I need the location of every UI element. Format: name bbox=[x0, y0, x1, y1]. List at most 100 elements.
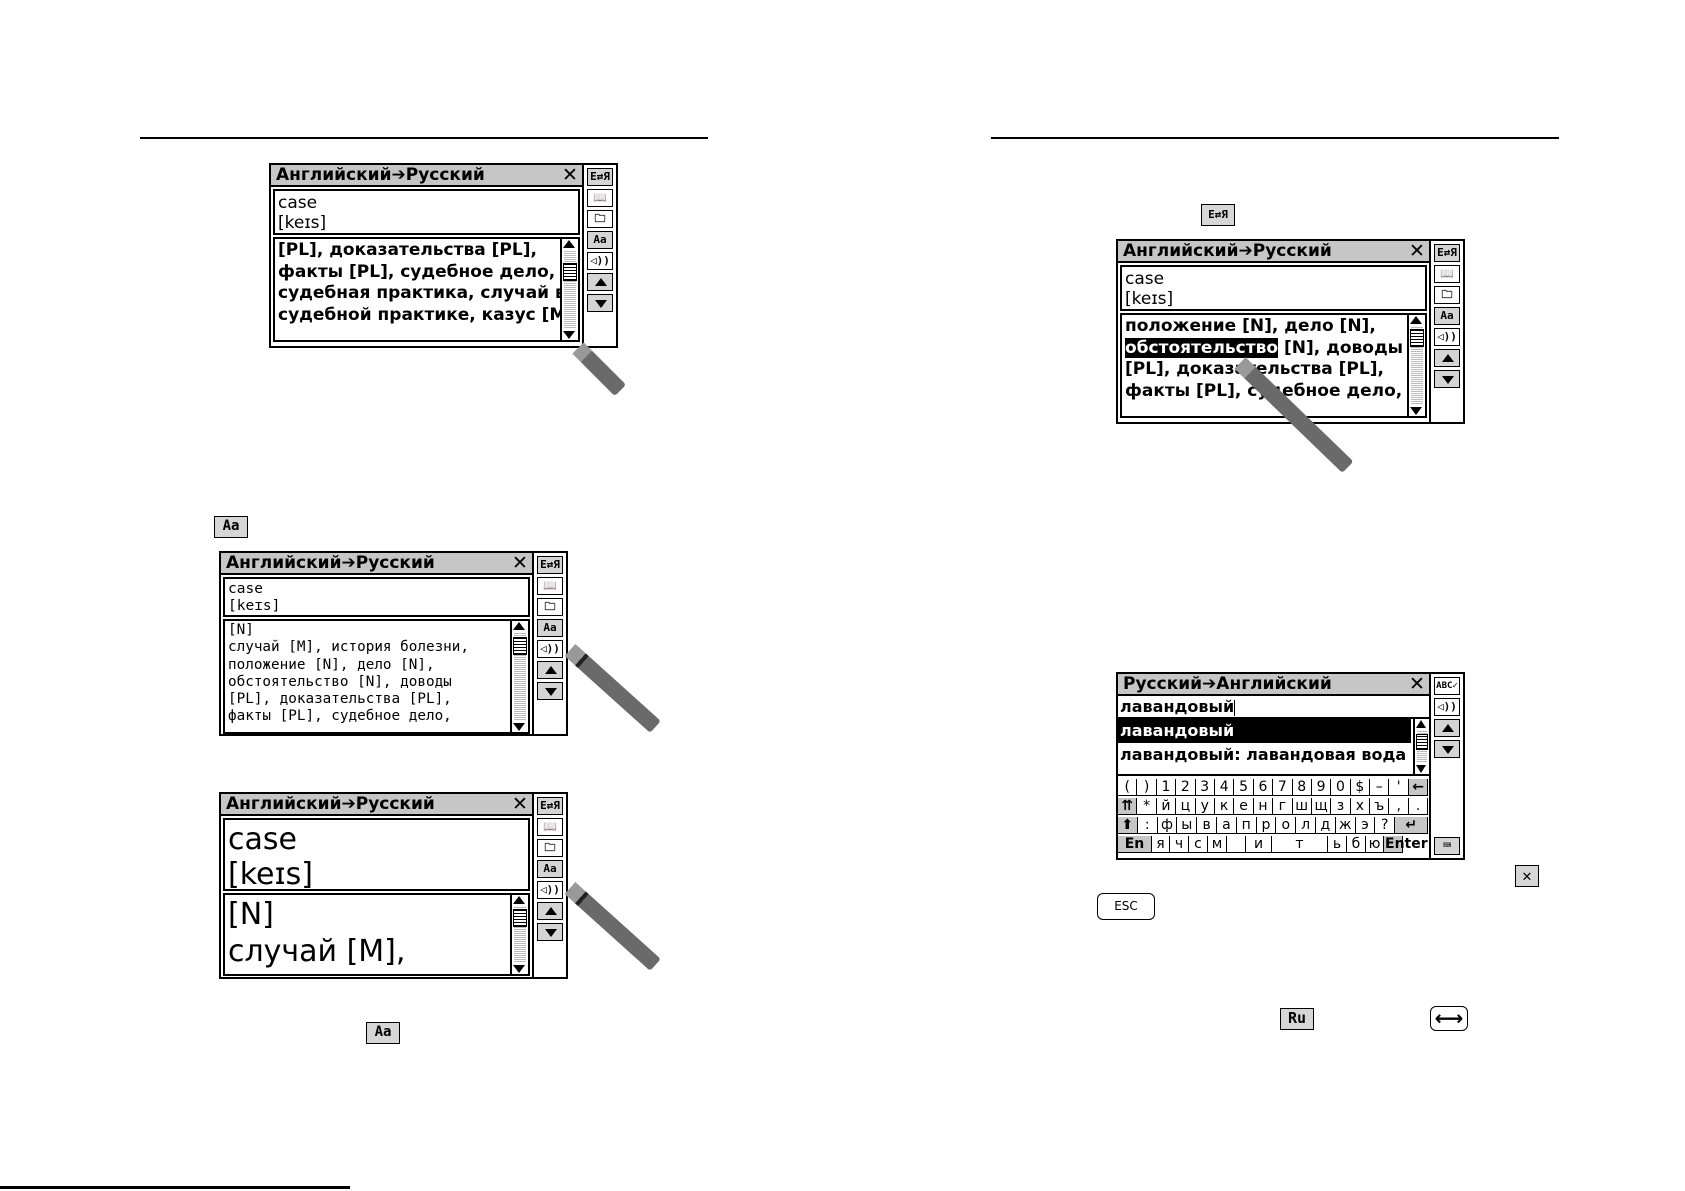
keyboard-key[interactable]: 1 bbox=[1156, 779, 1177, 796]
font-size-icon[interactable]: Aa bbox=[587, 231, 613, 249]
keyboard-key[interactable]: о bbox=[1276, 817, 1297, 834]
close-icon[interactable]: ✕ bbox=[562, 164, 578, 186]
page-down-button[interactable] bbox=[587, 294, 613, 312]
page-up-button[interactable] bbox=[1434, 719, 1460, 737]
keyboard-key[interactable]: ↵ bbox=[1395, 817, 1429, 834]
keyboard-key[interactable] bbox=[1227, 836, 1246, 853]
close-icon[interactable]: ✕ bbox=[512, 793, 528, 815]
scroll-up-arrow-icon[interactable] bbox=[513, 896, 525, 904]
keyboard-key[interactable]: , bbox=[1389, 798, 1409, 815]
keyboard-key[interactable]: ⬆ bbox=[1118, 817, 1138, 834]
keyboard-key[interactable]: п bbox=[1236, 817, 1257, 834]
keyboard-key[interactable]: 0 bbox=[1331, 779, 1351, 796]
translation-box[interactable]: [N] случай [M], история болезни, положен… bbox=[223, 619, 530, 734]
keyboard-key[interactable]: * bbox=[1137, 798, 1157, 815]
keyboard-key[interactable]: ' bbox=[1389, 779, 1409, 796]
keyboard-key[interactable]: ← bbox=[1408, 779, 1429, 796]
keyboard-key[interactable]: б bbox=[1347, 836, 1366, 853]
folder-icon[interactable]: 🗀 bbox=[587, 210, 613, 228]
swap-language-icon[interactable]: E⇄Я bbox=[587, 168, 613, 186]
sound-icon[interactable]: ◁)) bbox=[587, 252, 613, 270]
swap-language-icon[interactable]: E⇄Я bbox=[537, 556, 563, 574]
book-icon[interactable]: 📖 bbox=[537, 577, 563, 595]
keyboard-key[interactable]: . bbox=[1408, 798, 1429, 815]
keyboard-key[interactable]: : bbox=[1137, 817, 1158, 834]
vertical-scrollbar[interactable] bbox=[1413, 719, 1429, 774]
keyboard-key[interactable]: в bbox=[1197, 817, 1217, 834]
keyboard-key[interactable]: т bbox=[1272, 836, 1328, 853]
sound-icon[interactable]: ◁)) bbox=[1434, 328, 1460, 346]
page-down-button[interactable] bbox=[1434, 740, 1460, 758]
page-up-button[interactable] bbox=[1434, 349, 1460, 367]
folder-icon[interactable]: 🗀 bbox=[1434, 286, 1460, 304]
keyboard-key[interactable]: 7 bbox=[1273, 779, 1293, 796]
page-up-button[interactable] bbox=[587, 273, 613, 291]
keyboard-key[interactable]: 5 bbox=[1234, 779, 1254, 796]
keyboard-key[interactable]: р bbox=[1256, 817, 1277, 834]
keyboard-key[interactable]: ⇈ bbox=[1118, 798, 1138, 815]
keyboard-key[interactable]: л bbox=[1296, 817, 1316, 834]
keyboard-key[interactable]: х bbox=[1350, 798, 1371, 815]
scroll-down-arrow-icon[interactable] bbox=[1410, 407, 1422, 415]
keyboard-key[interactable]: – bbox=[1370, 779, 1390, 796]
swap-language-icon[interactable]: E⇄Я bbox=[1434, 244, 1460, 262]
keyboard-key[interactable]: а bbox=[1216, 817, 1237, 834]
font-size-icon[interactable]: Aa bbox=[537, 860, 563, 878]
result-item-selected[interactable]: лавандовый bbox=[1118, 719, 1411, 743]
scroll-up-arrow-icon[interactable] bbox=[1416, 720, 1426, 728]
scroll-down-arrow-icon[interactable] bbox=[1416, 765, 1426, 773]
keyboard-key[interactable]: ъ bbox=[1370, 798, 1390, 815]
keyboard-key[interactable]: ( bbox=[1118, 779, 1138, 796]
scroll-up-arrow-icon[interactable] bbox=[1410, 316, 1422, 324]
scroll-up-arrow-icon[interactable] bbox=[563, 240, 575, 248]
scroll-down-arrow-icon[interactable] bbox=[513, 723, 525, 731]
keyboard-key[interactable]: ф bbox=[1157, 817, 1178, 834]
keyboard-key[interactable]: е bbox=[1234, 798, 1254, 815]
keyboard-key[interactable]: ) bbox=[1137, 779, 1157, 796]
page-up-button[interactable] bbox=[537, 902, 563, 920]
scroll-up-arrow-icon[interactable] bbox=[513, 622, 525, 630]
keyboard-key[interactable]: ш bbox=[1292, 798, 1312, 815]
page-up-button[interactable] bbox=[537, 661, 563, 679]
translation-box[interactable]: [PL], доказательства [PL], факты [PL], с… bbox=[273, 237, 580, 342]
keyboard-key[interactable]: ю bbox=[1366, 836, 1384, 853]
keyboard-key[interactable]: э bbox=[1355, 817, 1376, 834]
book-icon[interactable]: 📖 bbox=[537, 818, 563, 836]
keyboard-key[interactable]: н bbox=[1253, 798, 1274, 815]
close-icon[interactable]: ✕ bbox=[1409, 673, 1425, 695]
keyboard-key[interactable]: 2 bbox=[1176, 779, 1196, 796]
keyboard-key[interactable]: 4 bbox=[1214, 779, 1235, 796]
keyboard-icon[interactable]: ⌨ bbox=[1434, 837, 1460, 855]
close-icon[interactable]: ✕ bbox=[1409, 240, 1425, 262]
vertical-scrollbar[interactable] bbox=[510, 621, 528, 732]
keyboard-key[interactable]: 9 bbox=[1311, 779, 1332, 796]
keyboard-key[interactable]: д bbox=[1315, 817, 1336, 834]
keyboard-key[interactable]: и bbox=[1246, 836, 1272, 853]
keyboard-key[interactable]: м bbox=[1208, 836, 1227, 853]
keyboard-key[interactable]: ж bbox=[1335, 817, 1356, 834]
font-size-icon[interactable]: Aa bbox=[1434, 307, 1460, 325]
folder-icon[interactable]: 🗀 bbox=[537, 598, 563, 616]
keyboard-key[interactable]: ь bbox=[1328, 836, 1347, 853]
close-icon[interactable]: ✕ bbox=[512, 552, 528, 574]
keyboard-key[interactable]: 3 bbox=[1195, 779, 1215, 796]
keyboard-key[interactable]: й bbox=[1156, 798, 1177, 815]
keyboard-key[interactable]: щ bbox=[1311, 798, 1332, 815]
keyboard-key[interactable]: я bbox=[1152, 836, 1170, 853]
selected-word[interactable]: обстоятельство bbox=[1125, 337, 1279, 358]
book-icon[interactable]: 📖 bbox=[587, 189, 613, 207]
keyboard-key[interactable]: Enter bbox=[1384, 836, 1428, 853]
folder-icon[interactable]: 🗀 bbox=[537, 839, 563, 857]
keyboard-key[interactable]: $ bbox=[1350, 779, 1371, 796]
spellcheck-icon[interactable]: ABC✓ bbox=[1434, 677, 1460, 695]
vertical-scrollbar[interactable] bbox=[1407, 315, 1425, 416]
book-icon[interactable]: 📖 bbox=[1434, 265, 1460, 283]
keyboard-key[interactable]: с bbox=[1189, 836, 1208, 853]
result-item[interactable]: лавандовый: лавандовая вода bbox=[1120, 745, 1407, 764]
keyboard-key[interactable]: ч bbox=[1170, 836, 1189, 853]
keyboard-key[interactable]: г bbox=[1273, 798, 1293, 815]
keyboard-key[interactable]: En bbox=[1118, 836, 1152, 853]
keyboard-key[interactable]: у bbox=[1195, 798, 1215, 815]
translation-box[interactable]: [N] случай [M], bbox=[223, 893, 530, 976]
swap-language-icon[interactable]: E⇄Я bbox=[537, 797, 563, 815]
